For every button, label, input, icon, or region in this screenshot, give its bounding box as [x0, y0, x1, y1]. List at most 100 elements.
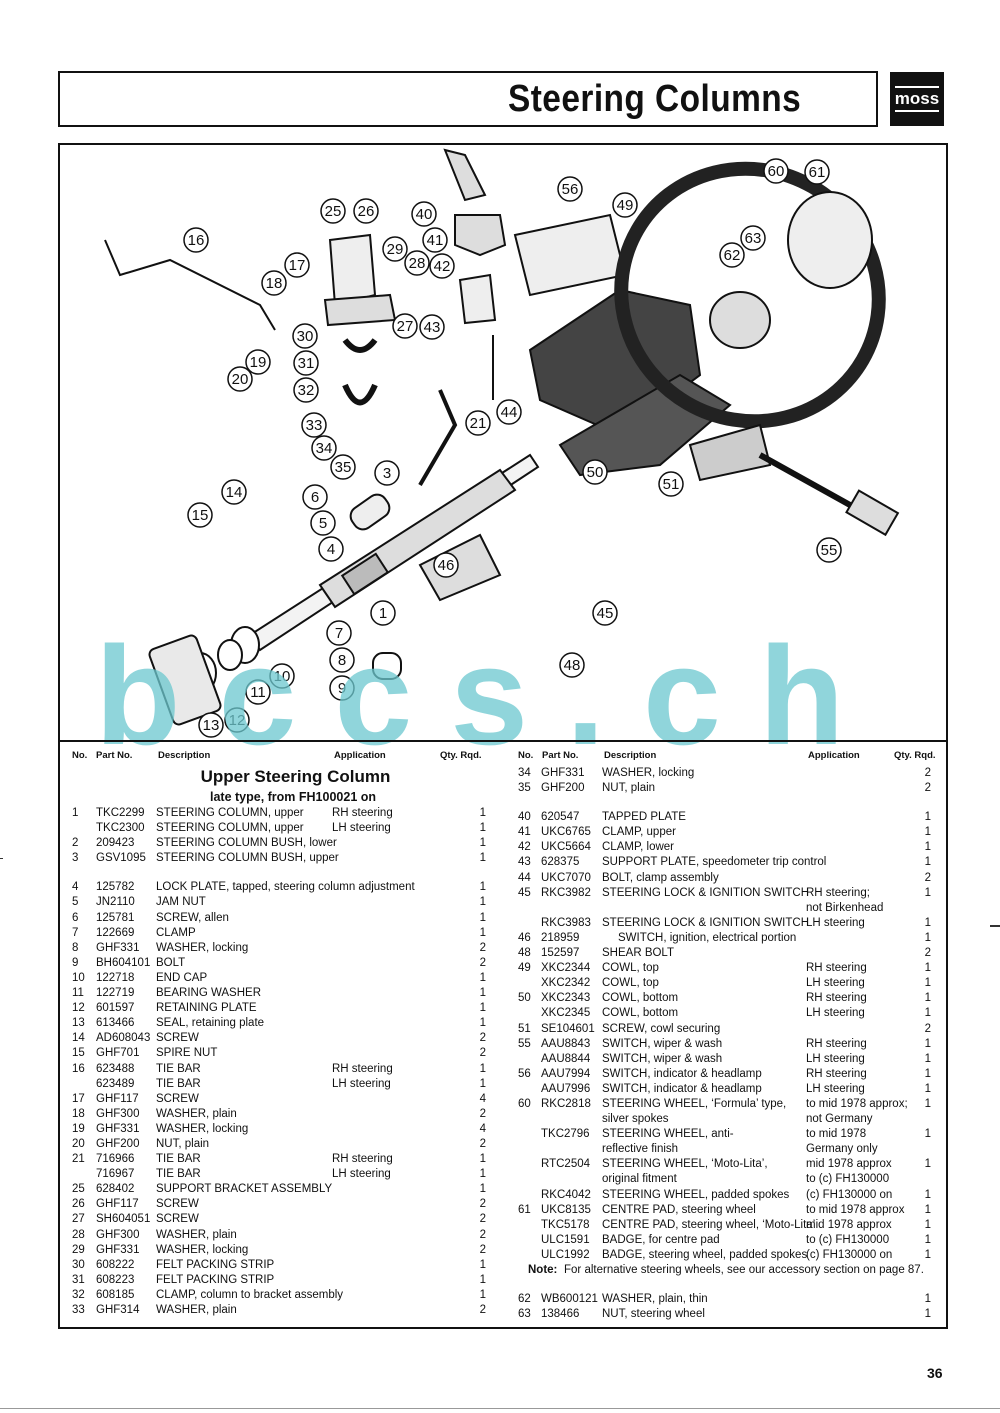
svg-text:43: 43 [424, 319, 441, 336]
svg-text:3: 3 [383, 465, 391, 482]
cell-no: 7 [72, 926, 79, 939]
cell-qty: 1 [479, 971, 486, 984]
seal-plate [148, 634, 222, 726]
callout-21: 21 [465, 410, 491, 436]
cell-qty: 1 [479, 987, 486, 1000]
cell-app: to mid 1978 approx [806, 1203, 905, 1216]
cell-app: not Germany [806, 1113, 873, 1126]
cell-desc: LOCK PLATE, tapped, steering column adju… [156, 881, 415, 894]
page-title: Steering Columns [507, 78, 801, 120]
cell-desc: WASHER, locking [156, 1243, 249, 1256]
cell-part: 620547 [541, 811, 580, 824]
cell-no: 3 [72, 852, 79, 865]
cell-app: RH steering [332, 807, 393, 819]
upper-bush [349, 493, 391, 531]
cell-no: 25 [72, 1183, 85, 1196]
callout-43: 43 [419, 314, 445, 340]
cell-no: 46 [518, 931, 531, 944]
svg-text:41: 41 [427, 232, 444, 249]
svg-text:8: 8 [338, 652, 346, 669]
cell-desc: BEARING WASHER [156, 987, 262, 1000]
callout-34: 34 [311, 435, 337, 461]
margin-mark [990, 925, 1000, 927]
support-bracket [328, 233, 377, 307]
svg-text:56: 56 [562, 181, 579, 198]
cell-part: 601597 [96, 1002, 135, 1015]
cell-qty: 1 [924, 1293, 931, 1306]
cell-desc: STEERING WHEEL, padded spokes [602, 1188, 790, 1201]
cell-qty: 2 [479, 1228, 486, 1241]
cell-no: 32 [72, 1288, 85, 1301]
cell-desc: SEAL, retaining plate [156, 1017, 265, 1030]
cell-qty: 1 [479, 822, 486, 835]
cell-qty: 1 [479, 1168, 486, 1181]
callout-14: 14 [221, 479, 247, 505]
cell-no: 50 [518, 992, 531, 1005]
svg-text:5: 5 [319, 515, 327, 532]
cell-desc: CENTRE PAD, steering wheel [602, 1203, 756, 1216]
callout-33: 33 [301, 412, 327, 438]
cell-part: XKC2342 [541, 977, 591, 990]
cell-part: ULC1992 [541, 1248, 590, 1261]
cell-qty: 2 [479, 941, 486, 954]
cell-no: 19 [72, 1122, 85, 1135]
cell-desc: CLAMP [156, 926, 196, 939]
cell-qty: 1 [924, 811, 931, 824]
cell-qty: 2 [479, 1243, 486, 1256]
table-row: ULC1992 BADGE, steering wheel, padded spo… [514, 1248, 939, 1263]
cell-app: (c) FH130000 on [806, 1248, 893, 1261]
cell-part: 623488 [96, 1062, 135, 1075]
cell-part: XKC2344 [541, 962, 591, 975]
end-cap [217, 639, 243, 671]
svg-text:44: 44 [501, 404, 518, 421]
cell-app: LH steering [332, 1168, 391, 1181]
cell-app: RH steering [806, 992, 867, 1005]
cell-no: 31 [72, 1273, 85, 1286]
cell-qty: 2 [924, 947, 931, 960]
callout-35: 35 [330, 454, 356, 480]
cell-part: GHF701 [96, 1047, 140, 1060]
cell-qty: 1 [924, 856, 931, 869]
cell-part: 209423 [96, 837, 135, 850]
svg-text:11: 11 [250, 684, 266, 701]
note-row: Note:For alternative steering wheels, se… [514, 1263, 939, 1278]
cell-part: GHF300 [96, 1107, 140, 1120]
cell-desc: BADGE, steering wheel, padded spokes [602, 1248, 808, 1261]
cell-desc: BOLT [156, 956, 186, 969]
svg-text:51: 51 [663, 476, 680, 493]
cell-app: LH steering [332, 1077, 391, 1090]
callout-11: 11 [245, 679, 271, 705]
cell-part: AAU8844 [541, 1052, 591, 1065]
svg-text:17: 17 [289, 257, 306, 274]
cell-qty: 1 [924, 1233, 931, 1246]
cell-no: 55 [518, 1037, 531, 1050]
callout-1: 1 [370, 600, 396, 626]
callout-28: 28 [404, 250, 430, 276]
cell-qty: 1 [924, 1037, 931, 1050]
callout-19: 19 [245, 349, 271, 375]
cell-no: 33 [72, 1304, 85, 1316]
cell-part: AAU8843 [541, 1037, 591, 1050]
diagram-parts [104, 148, 900, 726]
title-box: Steering Columns [58, 71, 878, 127]
cell-qty: 1 [479, 807, 486, 819]
cell-no: 2 [72, 837, 79, 850]
svg-text:42: 42 [434, 258, 451, 275]
cell-no: 56 [518, 1067, 531, 1080]
svg-text:62: 62 [724, 247, 741, 264]
cell-qty: 1 [924, 1308, 931, 1321]
cell-part: UKC6765 [541, 826, 591, 839]
